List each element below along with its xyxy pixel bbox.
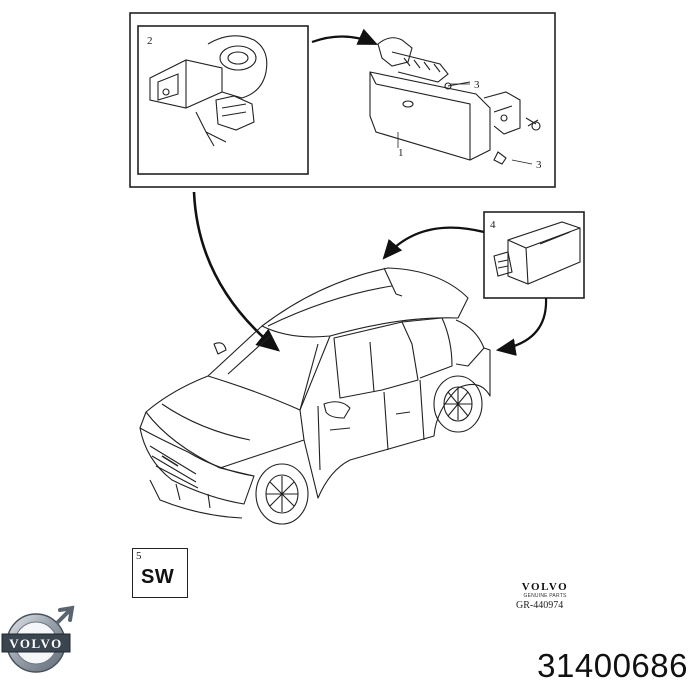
reference-code: GR-440974 bbox=[516, 600, 564, 611]
arrow-to-cabin bbox=[192, 191, 281, 352]
assembly-frame bbox=[129, 12, 556, 188]
arrow-frame4-to-roof bbox=[382, 226, 485, 260]
software-box: 5 SW bbox=[132, 548, 188, 598]
leader-3b bbox=[511, 159, 533, 165]
callout-3a: 3 bbox=[474, 79, 480, 91]
car-illustration bbox=[139, 267, 491, 525]
detail-frame-2 bbox=[137, 25, 309, 175]
volvo-logo: VOLVO bbox=[1, 605, 75, 673]
brand-stamp: VOLVO GENUINE PARTS GR-440974 bbox=[512, 582, 578, 612]
small-module-part bbox=[493, 221, 581, 285]
callout-3b: 3 bbox=[536, 159, 542, 171]
control-module-part bbox=[369, 37, 541, 165]
logo-wordmark: VOLVO bbox=[9, 636, 62, 651]
callout-2: 2 bbox=[147, 35, 153, 47]
arrow-detail-to-module bbox=[311, 28, 379, 46]
callout-5: 5 bbox=[136, 550, 142, 562]
callout-4: 4 bbox=[490, 219, 496, 231]
sensor-connector-part bbox=[149, 35, 268, 147]
part-number: 31400686 bbox=[537, 647, 688, 684]
brand-wordmark: VOLVO bbox=[521, 581, 569, 593]
callout-1: 1 bbox=[398, 147, 404, 159]
detail-frame-4 bbox=[483, 211, 585, 299]
arrow-frame4-to-rear bbox=[495, 297, 548, 356]
software-label: SW bbox=[141, 566, 175, 588]
brand-subline: GENUINE PARTS bbox=[523, 593, 567, 599]
